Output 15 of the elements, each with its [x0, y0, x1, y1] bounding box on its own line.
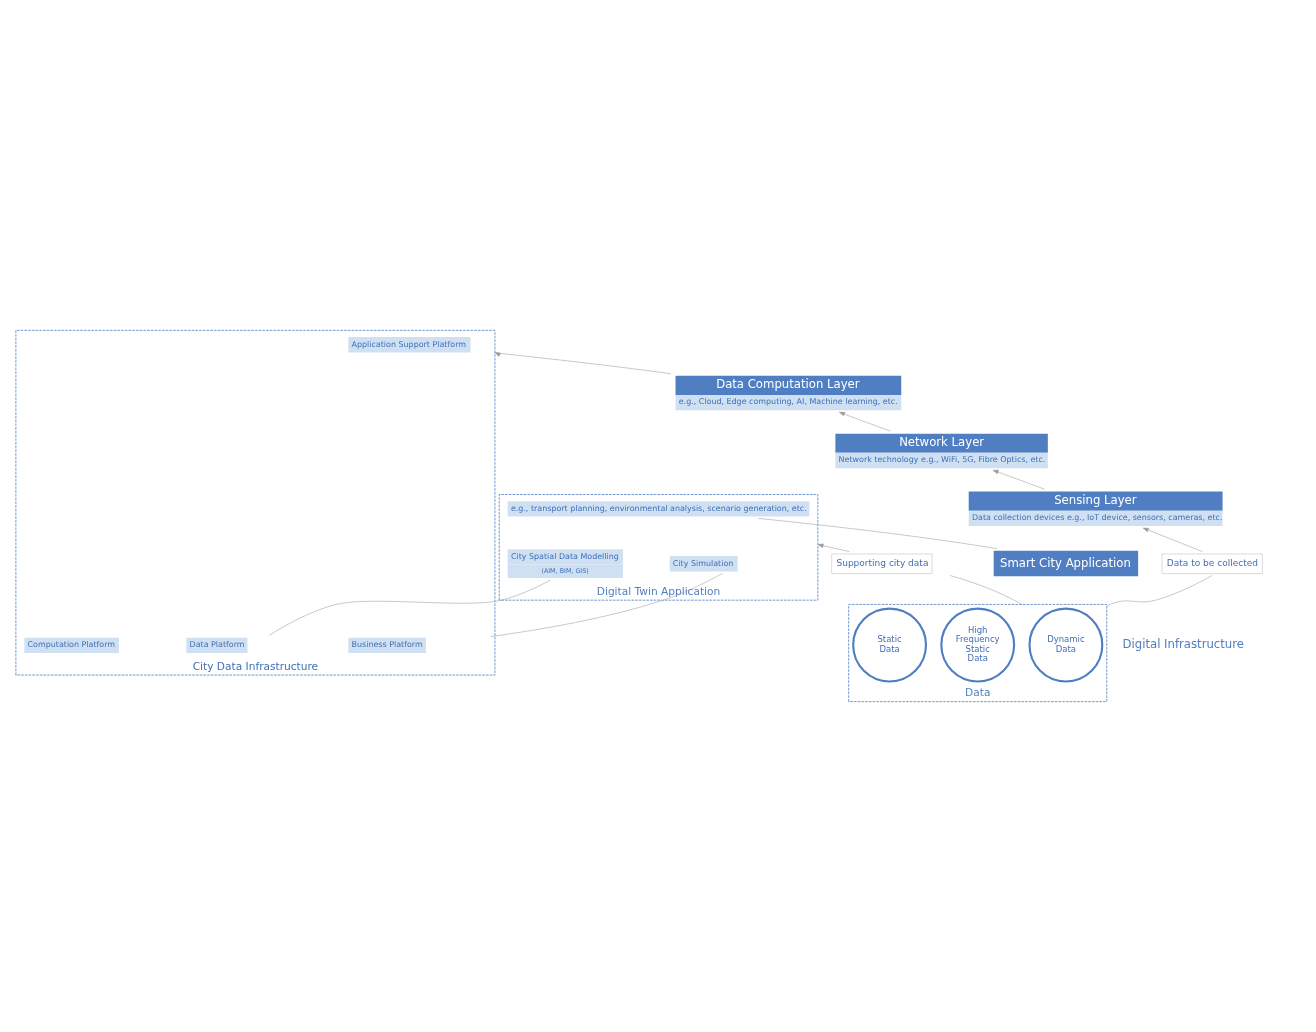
- node-circle: Static Data: [852, 607, 927, 683]
- arrow: [992, 469, 1045, 490]
- connector: [949, 575, 1023, 605]
- connector: [269, 579, 551, 636]
- label: Digital Infrastructure: [1122, 637, 1244, 652]
- node-box: Smart City Application: [993, 550, 1139, 577]
- arrow: [1142, 527, 1203, 552]
- node-circle: High Frequency Static Data: [940, 607, 1016, 683]
- arrow: [817, 543, 850, 552]
- arrow: [839, 412, 891, 432]
- connector: [490, 573, 723, 637]
- node-circle: Dynamic Data: [1028, 607, 1104, 683]
- arrow: [494, 352, 672, 374]
- connector: [1106, 575, 1213, 607]
- connector: [758, 518, 997, 549]
